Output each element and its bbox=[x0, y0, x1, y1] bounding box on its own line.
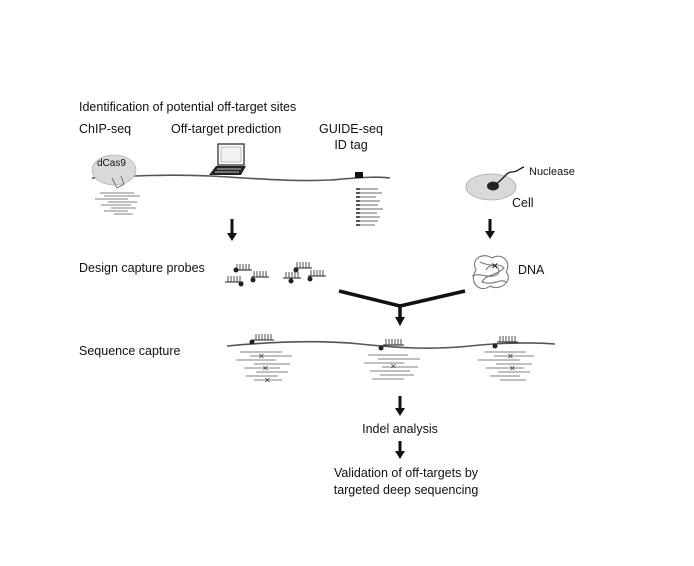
cell-icon bbox=[465, 166, 525, 201]
label-offtarget-prediction: Off-target prediction bbox=[171, 122, 281, 136]
label-dcas9: dCas9 bbox=[97, 158, 126, 169]
guide-seq-reads bbox=[356, 188, 383, 226]
svg-text:✕: ✕ bbox=[262, 364, 269, 373]
svg-text:✕: ✕ bbox=[509, 364, 516, 373]
header-title: Identification of potential off-target s… bbox=[79, 100, 296, 114]
mutation-marks-3: ✕ ✕ bbox=[507, 352, 516, 373]
laptop-icon bbox=[209, 143, 246, 175]
captured-strand bbox=[226, 341, 556, 349]
label-nuclease: Nuclease bbox=[529, 166, 575, 178]
mutation-mark-2: ✕ bbox=[390, 362, 397, 371]
dna-tangle-icon bbox=[471, 255, 509, 290]
dna-x-mark: ✕ bbox=[491, 261, 499, 271]
captured-reads-3 bbox=[478, 351, 534, 381]
svg-text:✕: ✕ bbox=[507, 352, 514, 361]
chip-seq-reads bbox=[95, 192, 140, 215]
guide-seq-id-tag bbox=[355, 172, 363, 178]
mutation-marks-1: ✕ ✕ ✕ bbox=[258, 352, 271, 385]
capture-probes bbox=[225, 262, 326, 287]
label-cell: Cell bbox=[512, 196, 534, 210]
label-id-tag: ID tag bbox=[334, 138, 367, 152]
arrow-to-validation bbox=[395, 441, 405, 459]
arrow-to-indel bbox=[395, 396, 405, 416]
label-validation-line2: targeted deep sequencing bbox=[334, 483, 479, 497]
merge-connector bbox=[338, 289, 466, 318]
label-design-capture-probes: Design capture probes bbox=[79, 261, 205, 275]
bound-probes bbox=[249, 334, 518, 351]
arrow-to-dna bbox=[485, 219, 495, 239]
label-sequence-capture: Sequence capture bbox=[79, 344, 181, 358]
dcas9-protein: dCas9 bbox=[91, 154, 137, 189]
captured-reads-1 bbox=[236, 351, 292, 381]
label-indel-analysis: Indel analysis bbox=[362, 422, 438, 436]
label-guide-seq: GUIDE-seq bbox=[319, 122, 383, 136]
captured-reads-2 bbox=[364, 354, 420, 380]
label-dna: DNA bbox=[518, 263, 545, 277]
svg-text:✕: ✕ bbox=[264, 376, 271, 385]
merge-arrowhead bbox=[395, 317, 405, 326]
arrow-to-probes bbox=[227, 219, 237, 241]
label-validation-line1: Validation of off-targets by bbox=[334, 466, 479, 480]
svg-text:✕: ✕ bbox=[258, 352, 265, 361]
genome-strand bbox=[91, 174, 391, 182]
label-chip-seq: ChIP-seq bbox=[79, 122, 131, 136]
